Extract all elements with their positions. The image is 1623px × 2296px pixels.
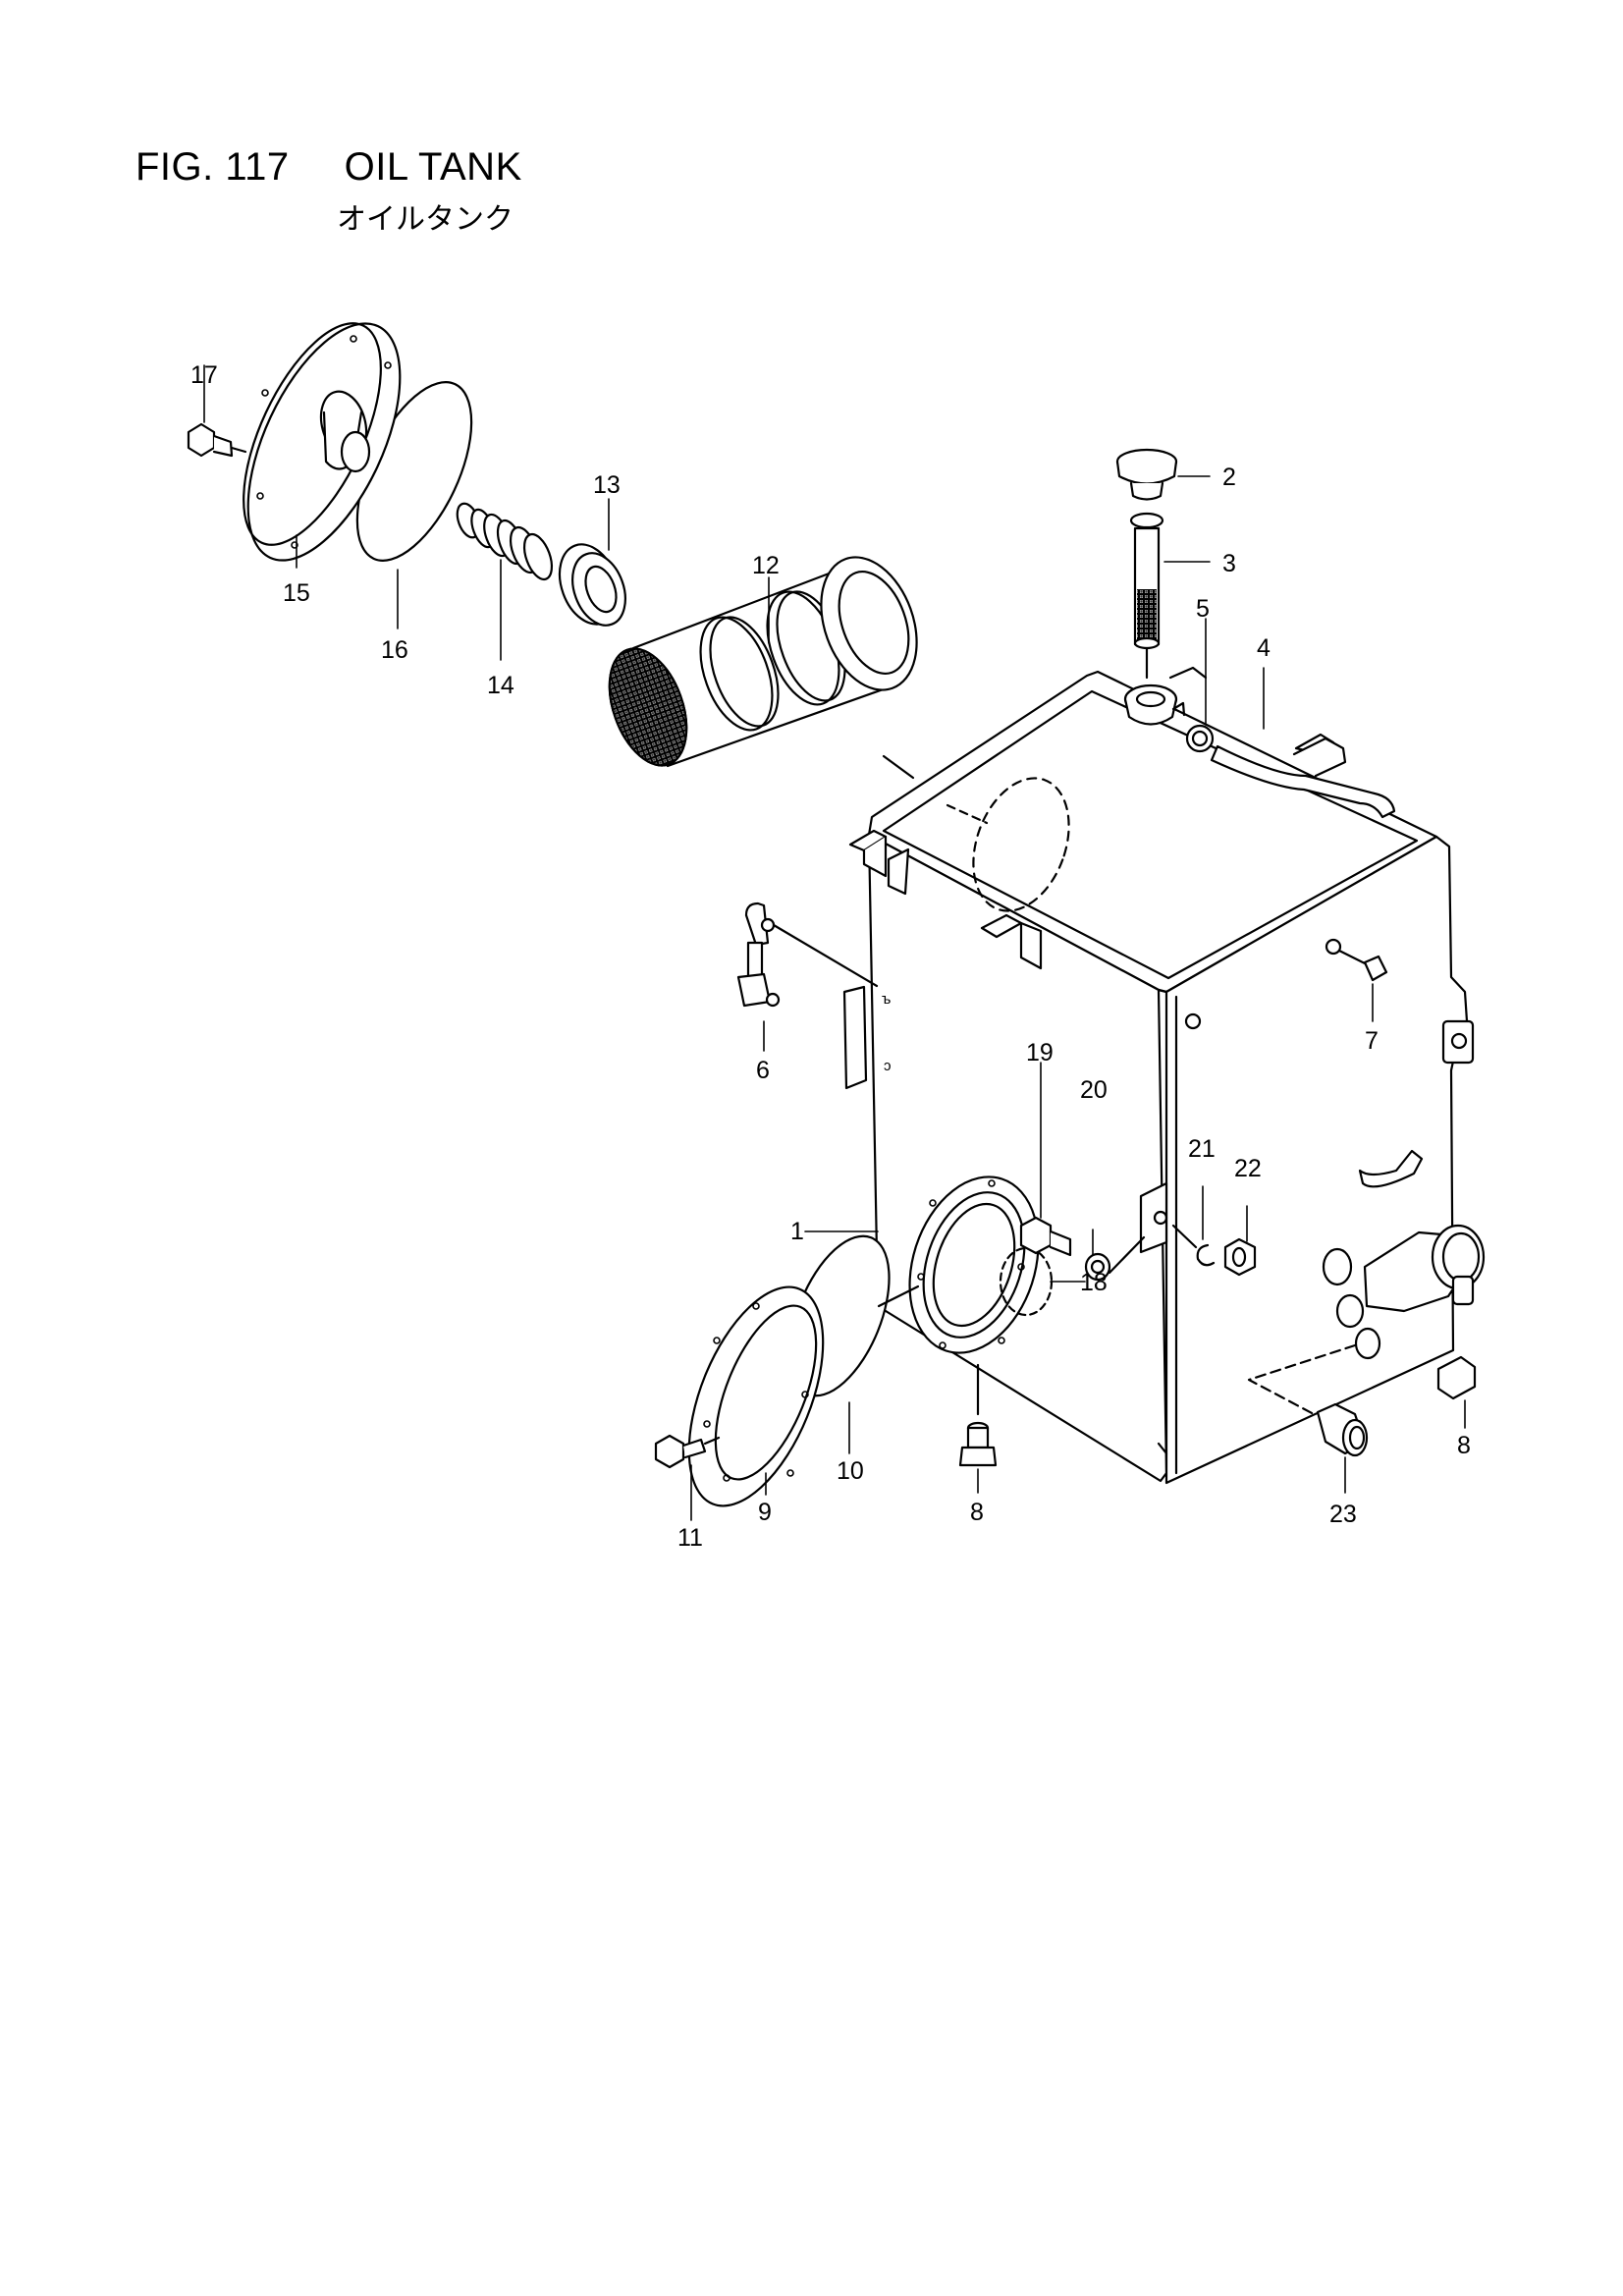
- callout-2: 2: [1222, 464, 1236, 491]
- callout-3: 3: [1222, 550, 1236, 577]
- nut-22: [1223, 1237, 1257, 1277]
- leader-lines: [203, 364, 1466, 1521]
- cover-plate: [243, 322, 402, 562]
- figure-name: OIL TANK: [344, 145, 522, 189]
- callout-10: 10: [837, 1457, 864, 1485]
- callout-5: 5: [1196, 595, 1210, 623]
- breather-hose: [1210, 737, 1396, 819]
- callout-6: 6: [756, 1057, 770, 1084]
- callout-13: 13: [593, 471, 621, 499]
- suction-strainer: [608, 538, 933, 864]
- figure-title: FIG. 117 OIL TANK: [135, 145, 522, 190]
- cover-9: [687, 1285, 920, 1507]
- filler-neck: [1123, 666, 1208, 726]
- callout-20: 20: [1080, 1076, 1108, 1104]
- bolt-17: [187, 422, 247, 458]
- hose-clamp: [1185, 724, 1215, 753]
- callout-8-side: 8: [1457, 1432, 1471, 1459]
- callout-21: 21: [1188, 1135, 1216, 1163]
- spring: [456, 502, 554, 581]
- strainer-collar: [558, 543, 626, 627]
- washer-20: [1084, 1235, 1146, 1282]
- bolt-19: [1019, 1216, 1072, 1257]
- figure-subtitle: オイルタンク: [337, 202, 514, 237]
- callout-16: 16: [381, 636, 408, 664]
- bolt-11: [654, 1434, 721, 1469]
- spring-washer-21: [1171, 1224, 1216, 1267]
- callout-22: 22: [1234, 1155, 1262, 1182]
- callout-12: 12: [752, 552, 780, 579]
- callout-23: 23: [1329, 1501, 1357, 1528]
- callout-18: 18: [1080, 1269, 1108, 1296]
- oil-tank-body: ъ ɔ: [842, 670, 1486, 1485]
- air-bleed-plug: [1325, 938, 1388, 982]
- drain-plug-bottom: [958, 1421, 998, 1467]
- callout-8-bottom: 8: [970, 1499, 984, 1526]
- filler-cap: [1115, 448, 1178, 501]
- callout-9: 9: [758, 1499, 772, 1526]
- callout-7: 7: [1365, 1027, 1379, 1055]
- callout-11: 11: [677, 1524, 703, 1552]
- callout-14: 14: [487, 672, 514, 699]
- callout-17: 17: [190, 361, 218, 389]
- callout-labels: 2 3 5 4 6 7 1 19 20 21 22 18 8 23 8 10 9…: [190, 361, 1471, 1552]
- callout-1: 1: [790, 1218, 804, 1245]
- callout-19: 19: [1026, 1039, 1054, 1066]
- callout-15: 15: [283, 579, 310, 607]
- level-gauge: [736, 902, 879, 1008]
- figure-number: FIG. 117: [135, 145, 290, 189]
- drain-plug-side: [1436, 1355, 1477, 1400]
- callout-4: 4: [1257, 634, 1271, 662]
- svg-text:ъ: ъ: [882, 991, 891, 1008]
- svg-text:ɔ: ɔ: [884, 1058, 892, 1074]
- fitting-23: [1316, 1402, 1369, 1457]
- filler-strainer: [1129, 512, 1164, 680]
